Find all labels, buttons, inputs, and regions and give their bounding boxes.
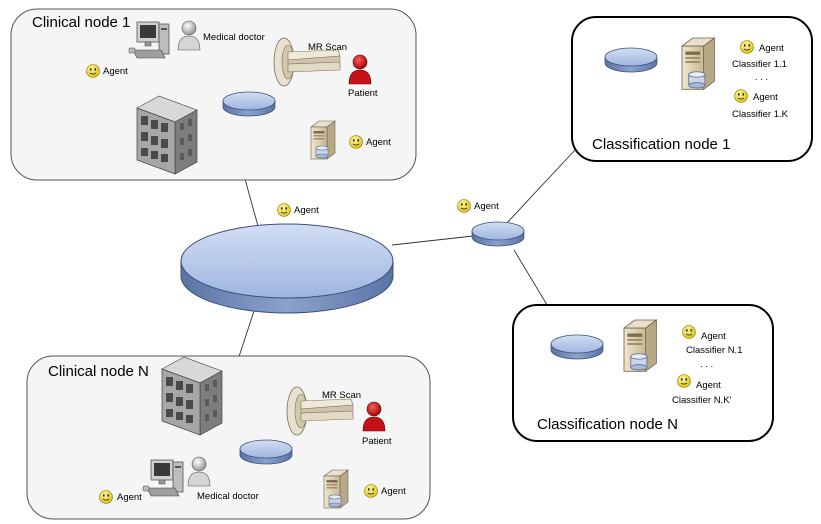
agent-label: Agent bbox=[474, 201, 499, 212]
ellipsis: . . . bbox=[700, 359, 713, 370]
agent-smiley-icon bbox=[734, 89, 748, 103]
classification-node-n-title: Classification node N bbox=[537, 416, 678, 433]
medical-doctor-label: Medical doctor bbox=[203, 32, 265, 43]
server-icon bbox=[623, 319, 658, 372]
agent-smiley-icon bbox=[277, 203, 291, 217]
agent-label: Agent bbox=[117, 492, 142, 503]
agent-smiley-icon bbox=[457, 199, 471, 213]
server-icon bbox=[681, 37, 716, 90]
agent-label: Agent bbox=[696, 380, 721, 391]
network-hub-icon bbox=[604, 47, 658, 73]
network-hub-icon bbox=[222, 91, 276, 117]
mr-scan-label: MR Scan bbox=[308, 42, 347, 53]
hospital-building-icon bbox=[161, 356, 223, 436]
ellipsis: . . . bbox=[755, 72, 768, 83]
clinical-node-n: Clinical node N MR Scan Patient Medical … bbox=[26, 355, 431, 520]
agent-label: Agent bbox=[103, 66, 128, 77]
agent-smiley-icon bbox=[740, 40, 754, 54]
agent-label: Agent bbox=[753, 92, 778, 103]
classifier-label: Classifier 1.1 bbox=[732, 59, 787, 70]
server-icon bbox=[310, 120, 336, 160]
agent-smiley-icon bbox=[86, 64, 100, 78]
classifier-label: Classifier N.1 bbox=[686, 345, 743, 356]
agent-smiley-icon bbox=[99, 490, 113, 504]
clinical-node-n-title: Clinical node N bbox=[48, 363, 149, 380]
agent-smiley-icon bbox=[364, 484, 378, 498]
central-network: Agent Agent bbox=[180, 199, 525, 314]
clinical-node-1: Clinical node 1 Medical doctor Agent MR … bbox=[10, 8, 417, 181]
patient-label: Patient bbox=[348, 88, 378, 99]
agent-label: Agent bbox=[294, 205, 319, 216]
mr-scan-label: MR Scan bbox=[322, 390, 361, 401]
network-hub-icon bbox=[550, 334, 604, 360]
network-hub-icon bbox=[239, 439, 293, 465]
agent-smiley-icon bbox=[677, 374, 691, 388]
classification-node-n: Agent Classifier N.1 . . . Agent Classif… bbox=[512, 304, 774, 442]
patient-label: Patient bbox=[362, 436, 392, 447]
agent-label: Agent bbox=[381, 486, 406, 497]
classifier-label: Classifier 1.K bbox=[732, 109, 789, 120]
agent-label: Agent bbox=[366, 137, 391, 148]
medical-doctor-label: Medical doctor bbox=[197, 491, 259, 502]
server-icon bbox=[323, 469, 349, 509]
classification-node-1-title: Classification node 1 bbox=[592, 136, 730, 153]
clinical-node-1-title: Clinical node 1 bbox=[32, 14, 130, 31]
agent-label: Agent bbox=[759, 43, 784, 54]
classification-node-1: Agent Classifier 1.1 . . . Agent Classif… bbox=[571, 16, 813, 162]
agent-smiley-icon bbox=[682, 325, 696, 339]
core-network-hub bbox=[180, 223, 394, 299]
classifier-label: Classifier N.K' bbox=[672, 395, 732, 406]
agent-smiley-icon bbox=[349, 135, 363, 149]
hospital-building-icon bbox=[136, 95, 198, 175]
network-hub-icon bbox=[471, 221, 525, 247]
link-core-hub bbox=[391, 235, 474, 246]
agent-label: Agent bbox=[701, 331, 726, 342]
